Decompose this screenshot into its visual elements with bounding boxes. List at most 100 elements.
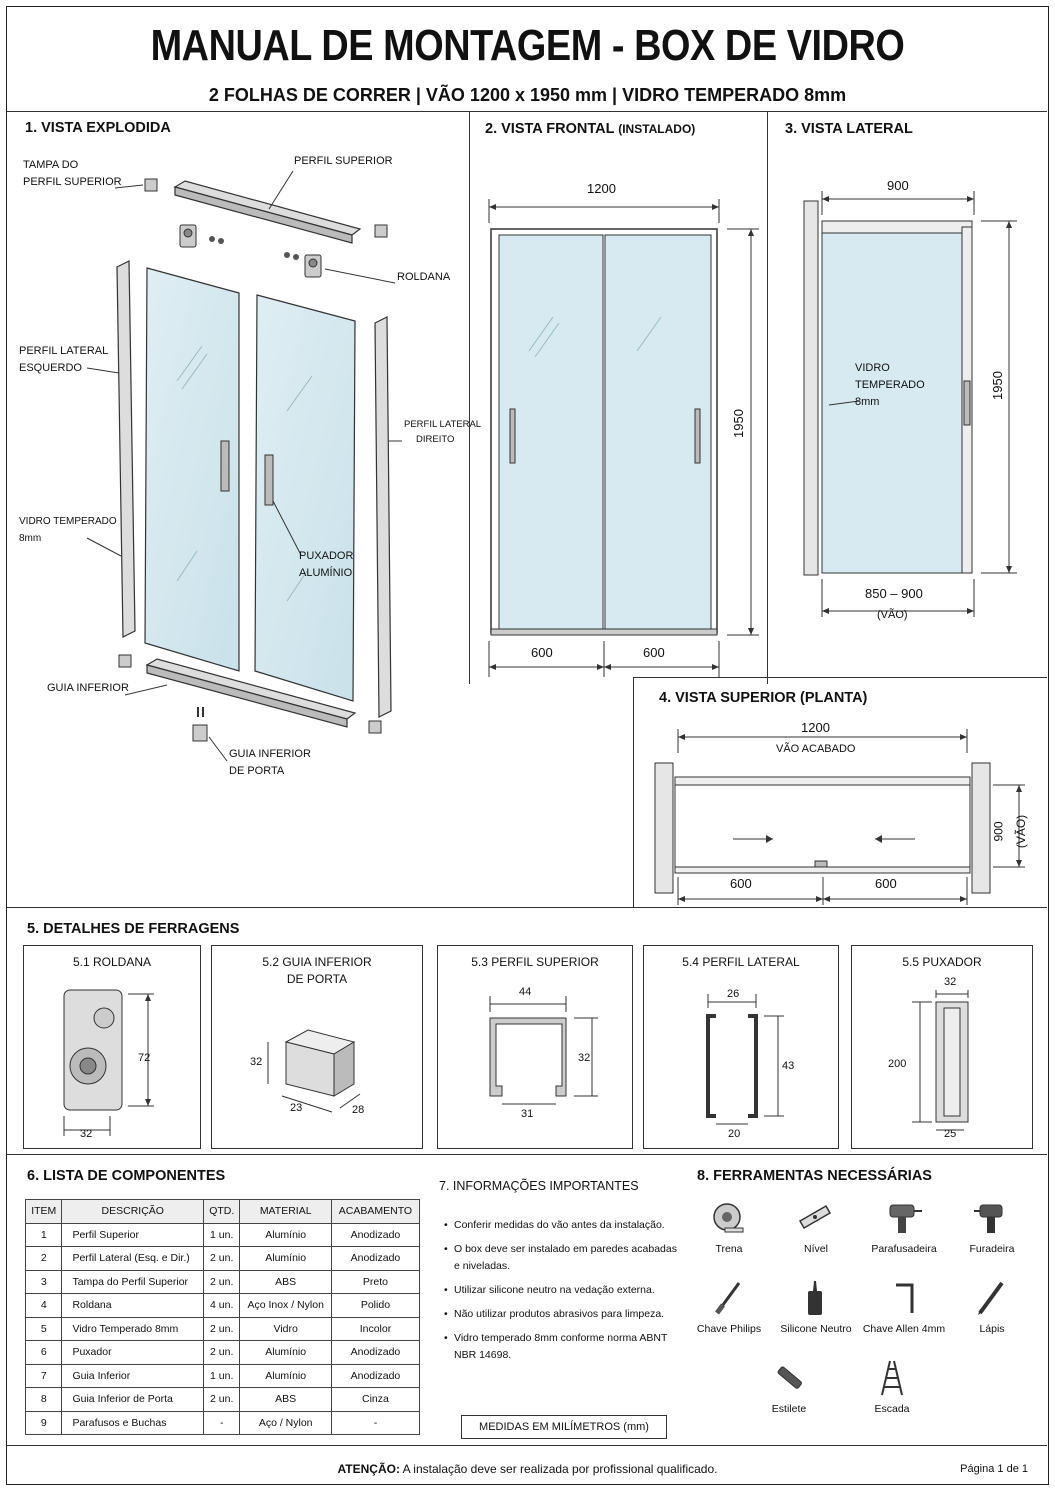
puxador-dim-bottom: 25 (944, 1128, 957, 1140)
tool-item: Escada (847, 1359, 937, 1415)
table-cell: Preto (330, 1269, 421, 1294)
label-perfil-superior: PERFIL SUPERIOR (294, 155, 393, 167)
label-roldana: ROLDANA (397, 271, 451, 283)
footer-attention: ATENÇÃO: A instalação deve ser realizada… (337, 1462, 718, 1476)
label-guia-porta: GUIA INFERIOR DE PORTA (229, 748, 311, 777)
label-puxador: PUXADOR ALUMÍNIO (299, 550, 354, 579)
table-header-cell: QTD. (202, 1199, 241, 1224)
table-header-cell: ACABAMENTO (330, 1199, 421, 1224)
tool-label: Estilete (771, 1403, 807, 1415)
table-cell: ABS (239, 1269, 332, 1294)
table-cell: Perfil Lateral (Esq. e Dir.) (61, 1246, 204, 1271)
table-cell: Anodizado (330, 1340, 421, 1365)
pencil-icon (978, 1281, 1004, 1315)
table-cell: Alumínio (239, 1222, 332, 1247)
detail-puxador: 5.5 PUXADOR 32 200 25 (851, 945, 1033, 1149)
s2-dim-left: 600 (531, 645, 553, 660)
s3-dim-bottom-note: (VÃO) (877, 609, 908, 621)
perfil-superior-drawing (489, 996, 598, 1105)
s2-dim-height: 1950 (730, 409, 746, 438)
allen-key-icon (896, 1283, 914, 1313)
header-divider (7, 111, 1047, 112)
table-cell: 2 (24, 1246, 63, 1271)
roldana-dim-height: 72 (138, 1052, 151, 1064)
puxador-dim-top: 32 (944, 976, 957, 988)
table-cell: Anodizado (330, 1363, 421, 1388)
table-header-cell: ITEM (24, 1199, 63, 1224)
exploded-view-drawing (86, 170, 402, 762)
s4-dim-side: 900 (991, 821, 1006, 842)
puxador-drawing (912, 990, 969, 1131)
label-guia-inferior: GUIA INFERIOR (47, 682, 129, 694)
s1-title: 1. VISTA EXPLODIDA (25, 120, 171, 136)
table-cell: 2 un. (202, 1246, 241, 1271)
tool-label: Nível (804, 1243, 828, 1255)
roldana-drawing (63, 989, 154, 1136)
s2-dim-width: 1200 (587, 181, 616, 196)
guia-dim-width: 23 (290, 1102, 303, 1114)
divider-s1-s2 (469, 111, 470, 684)
s3-dim-top: 900 (887, 178, 909, 193)
guia-dim-height: 32 (250, 1056, 263, 1068)
table-cell: 7 (24, 1363, 63, 1388)
table-header-cell: DESCRIÇÃO (61, 1199, 204, 1224)
table-cell: Alumínio (239, 1363, 332, 1388)
label-vidro: VIDRO TEMPERADO 8mm (19, 516, 117, 544)
level-icon (798, 1205, 832, 1229)
list-item: Vidro temperado 8mm conforme norma ABNT … (444, 1330, 684, 1364)
label-tampa: TAMPA DO PERFIL SUPERIOR (23, 159, 122, 188)
s4-title: 4. VISTA SUPERIOR (PLANTA) (659, 690, 868, 706)
s4-dim-side-note: (VÃO) (1014, 814, 1029, 849)
divider-s4-left (633, 677, 634, 907)
table-cell: Incolor (330, 1316, 421, 1341)
table-cell: Polido (330, 1293, 421, 1318)
table-cell: Guia Inferior de Porta (61, 1387, 204, 1412)
page-number: Página 1 de 1 (960, 1463, 1028, 1475)
divider-s2-s3 (767, 111, 768, 684)
table-cell: Alumínio (239, 1340, 332, 1365)
screwdriver-drill-icon (889, 1204, 922, 1233)
s2-dim-right: 600 (643, 645, 665, 660)
s4-dim-top: 1200 (801, 720, 830, 735)
tape-measure-icon (713, 1203, 744, 1233)
table-cell: 1 (24, 1222, 63, 1247)
table-cell: Vidro Temperado 8mm (61, 1316, 204, 1341)
table-cell: Alumínio (239, 1246, 332, 1271)
divider-s5 (7, 907, 1047, 908)
perfil-lateral-drawing (706, 994, 784, 1125)
divider-s6 (7, 1154, 1047, 1155)
table-cell: 3 (24, 1269, 63, 1294)
detail-guia: 5.2 GUIA INFERIOR DE PORTA 32 23 28 (211, 945, 423, 1149)
table-cell: 4 (24, 1293, 63, 1318)
front-view-drawing (488, 199, 759, 677)
tool-item: Silicone Neutro (771, 1279, 861, 1335)
tool-item: Nível (771, 1199, 861, 1255)
s4-dim-top-note: VÃO ACABADO (776, 743, 856, 755)
tool-item: Lápis (947, 1279, 1037, 1335)
page-title: MANUAL DE MONTAGEM - BOX DE VIDRO (150, 21, 905, 70)
perfil-sup-dim-bottom: 31 (521, 1108, 534, 1120)
table-cell: Parafusos e Buchas (61, 1410, 204, 1435)
table-cell: Cinza (330, 1387, 421, 1412)
tool-item: Chave Allen 4mm (859, 1279, 949, 1335)
s8-title: 8. FERRAMENTAS NECESSÁRIAS (697, 1168, 932, 1184)
ladder-icon (881, 1360, 903, 1396)
table-cell: ABS (239, 1387, 332, 1412)
detail-roldana: 5.1 ROLDANA 72 32 (23, 945, 201, 1149)
s3-vidro-label: VIDRO TEMPERADO 8mm (855, 362, 925, 408)
tool-item: Chave Philips (684, 1279, 774, 1335)
list-item: Utilizar silicone neutro na vedação exte… (444, 1282, 684, 1299)
perfil-sup-dim-height: 32 (578, 1052, 591, 1064)
tool-item: Parafusadeira (859, 1199, 949, 1255)
drill-icon (974, 1204, 1003, 1233)
table-cell: Aço Inox / Nylon (239, 1293, 332, 1318)
table-cell: Anodizado (330, 1246, 421, 1271)
table-cell: 6 (24, 1340, 63, 1365)
table-cell: Roldana (61, 1293, 204, 1318)
perfil-sup-dim-top: 44 (519, 986, 532, 998)
table-cell: 8 (24, 1387, 63, 1412)
s3-dim-height: 1950 (989, 371, 1005, 400)
